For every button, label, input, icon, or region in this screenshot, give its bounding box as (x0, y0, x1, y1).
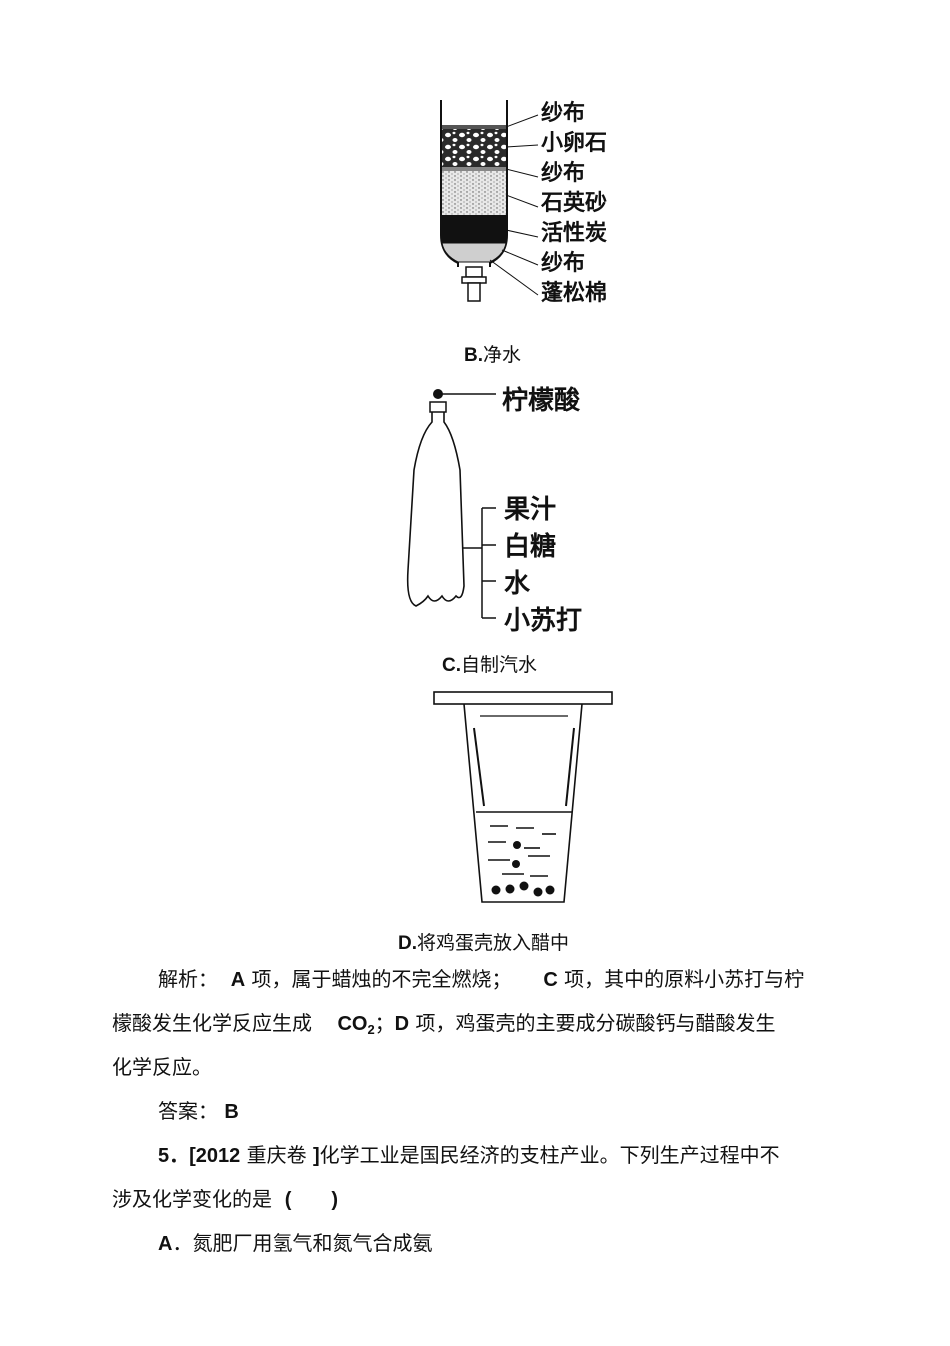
eggshell-cup-diagram (433, 691, 613, 903)
figure-b-caption: B.净水 (464, 344, 522, 366)
soda-ingredient-labels: 果汁 白糖 水 小苏打 (504, 492, 582, 640)
filter-layer-label: 纱布 (541, 100, 586, 126)
filter-layer-label: 石英砂 (541, 190, 608, 216)
citric-acid-label: 柠檬酸 (502, 386, 581, 416)
figure-d-caption: D.将鸡蛋壳放入醋中 (398, 932, 570, 954)
question-5-option-a: A．氮肥厂用氢气和氮气合成氨 (158, 1231, 433, 1255)
analysis-line-3: 化学反应。 (112, 1055, 212, 1079)
filter-layer-label: 蓬松棉 (541, 280, 608, 306)
answer-line: 答案： B (158, 1099, 239, 1123)
analysis-line-1: 解析： A 项，属于蜡烛的不完全燃烧； C 项，其中的原料小苏打与柠 (158, 967, 805, 991)
filter-layer-label: 小卵石 (541, 130, 608, 156)
filter-layer-label: 纱布 (541, 160, 586, 186)
figure-c-caption: C.自制汽水 (442, 654, 538, 676)
ingredient-label: 白糖 (504, 532, 557, 562)
filter-layer-labels: 纱布 小卵石 纱布 石英砂 活性炭 纱布 蓬松棉 (541, 98, 607, 308)
filter-layer-label: 纱布 (541, 250, 586, 276)
ingredient-label: 水 (504, 569, 531, 599)
soda-bottle-diagram (406, 389, 496, 619)
water-filter-diagram (440, 100, 539, 302)
analysis-line-2: 檬酸发生化学反应生成 CO2；D 项，鸡蛋壳的主要成分碳酸钙与醋酸发生 (112, 1011, 776, 1037)
question-5-line-1: 5．[2012 重庆卷 ]化学工业是国民经济的支柱产业。下列生产过程中不 (158, 1143, 780, 1167)
ingredient-label: 小苏打 (504, 606, 583, 636)
question-5-line-2: 涉及化学变化的是 ( ) (112, 1187, 339, 1211)
ingredient-label: 果汁 (504, 495, 557, 525)
filter-layer-label: 活性炭 (541, 220, 608, 246)
